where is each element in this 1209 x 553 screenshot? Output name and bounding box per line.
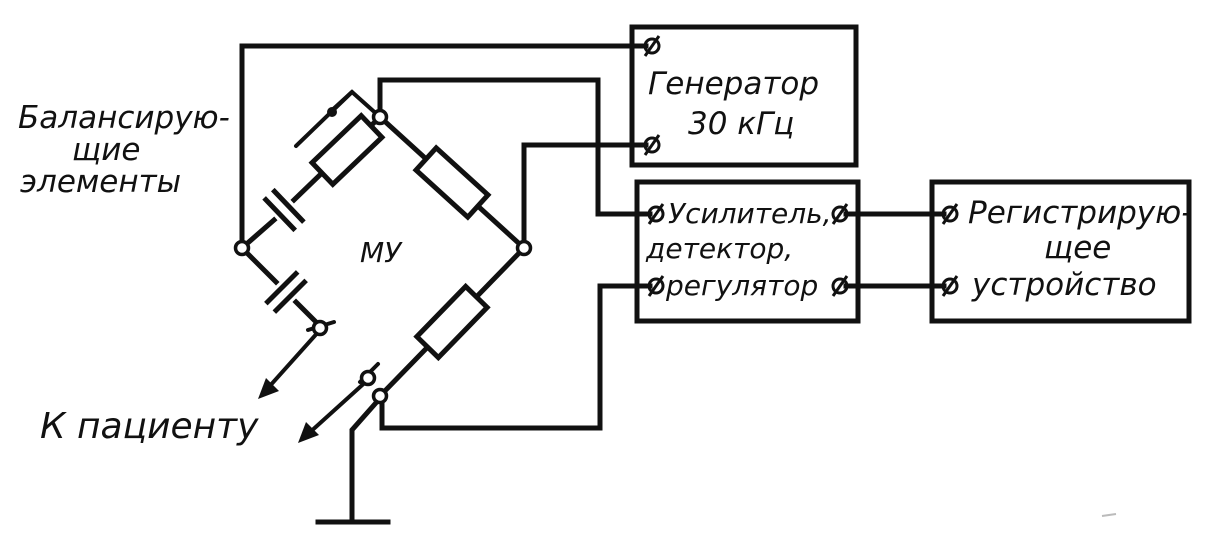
amplifier-label-line1: Усилитель, bbox=[668, 197, 832, 230]
generator-terminal-top bbox=[643, 35, 661, 57]
wire-bridge-right-to-generator bbox=[521, 142, 649, 251]
amplifier-terminal-out-top bbox=[831, 203, 849, 225]
recorder-label-line1: Регистрирую- bbox=[968, 195, 1192, 231]
variable-resistor-wiper-dot bbox=[327, 107, 337, 117]
node-top bbox=[371, 108, 389, 126]
generator-label-line2: 30 кГц bbox=[688, 106, 794, 142]
recorder-label-line2: щее bbox=[1044, 230, 1111, 266]
node-electrode-left bbox=[311, 319, 329, 337]
scan-mark bbox=[1101, 513, 1117, 517]
generator-block bbox=[629, 24, 859, 168]
wire-bridge-top-to-amplifier bbox=[377, 77, 653, 217]
coupling-capacitor bbox=[264, 270, 308, 314]
ground-wire bbox=[349, 392, 386, 521]
amplifier-label-line3: регулятор bbox=[665, 269, 818, 302]
resistor-top-right bbox=[412, 144, 492, 221]
resistor-bottom-right bbox=[413, 282, 491, 362]
balancing-resistor bbox=[308, 112, 386, 188]
recorder-terminal-top bbox=[941, 203, 959, 225]
balancing-label-line3: элементы bbox=[20, 164, 181, 200]
balancing-label-line1: Балансирую- bbox=[18, 100, 230, 136]
amplifier-label-line2: детектор, bbox=[645, 232, 793, 265]
bridge-label: МУ bbox=[360, 236, 403, 269]
patient-lead-left-arrow bbox=[258, 378, 279, 399]
node-electrode-right bbox=[359, 369, 377, 387]
patient-lead-right-arrow bbox=[298, 422, 319, 443]
recorder-block bbox=[929, 179, 1192, 324]
patient-lead-left bbox=[266, 328, 322, 390]
patient-label: К пациенту bbox=[40, 406, 259, 447]
amplifier-terminal-out-bottom bbox=[831, 275, 849, 297]
recorder-label-line3: устройство bbox=[971, 267, 1157, 303]
amplifier-terminal-in-top bbox=[647, 203, 665, 225]
recorder-terminal-bottom bbox=[941, 275, 959, 297]
generator-terminal-bottom bbox=[643, 134, 661, 156]
amplifier-detector-regulator-block bbox=[634, 179, 861, 324]
balancing-label-line2: щие bbox=[72, 132, 140, 168]
amplifier-terminal-in-bottom bbox=[647, 275, 665, 297]
wire-generator-top bbox=[239, 43, 649, 249]
node-right bbox=[515, 239, 533, 257]
variable-resistor-bracket bbox=[328, 89, 382, 119]
balancing-capacitor bbox=[262, 187, 306, 233]
wire-amplifier-to-bridge-bottom bbox=[379, 283, 653, 431]
node-bottom bbox=[371, 387, 389, 405]
node-left bbox=[233, 239, 251, 257]
generator-label-line1: Генератор bbox=[648, 66, 819, 102]
patient-lead-right bbox=[306, 376, 372, 436]
